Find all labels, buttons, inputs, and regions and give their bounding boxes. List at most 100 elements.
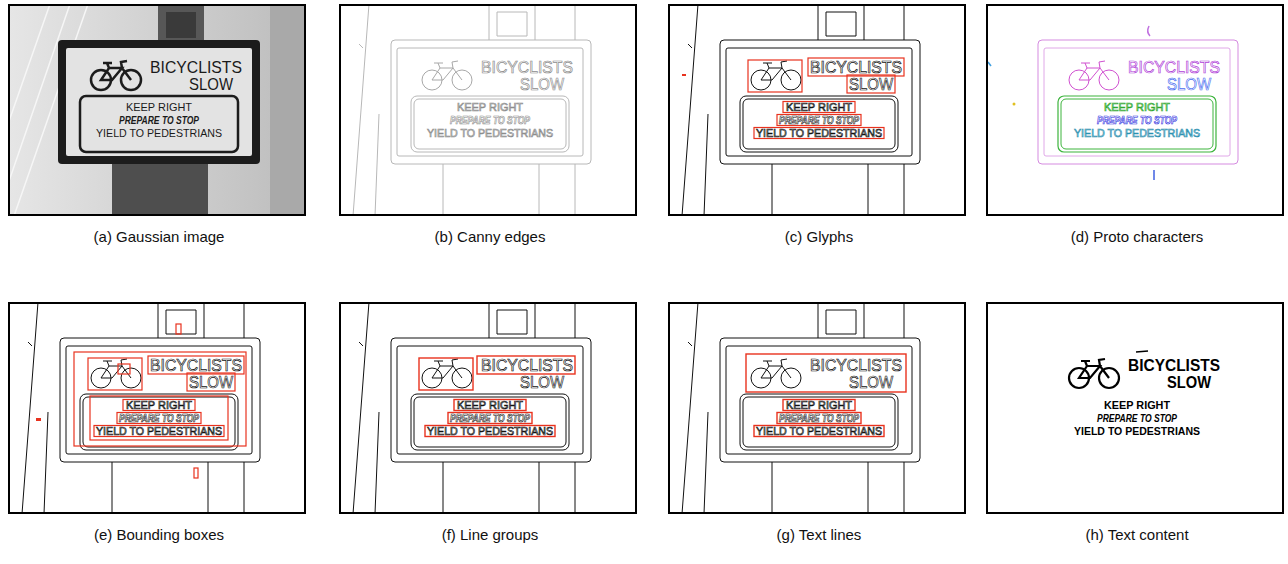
proto-characters-part bbox=[1153, 170, 1155, 180]
sign-text: BICYCLISTS bbox=[481, 357, 573, 374]
text-lines bbox=[668, 302, 966, 514]
glyph-box-part bbox=[847, 75, 895, 93]
sign-text: PREPARE TO STOP bbox=[119, 413, 199, 424]
gaussian-photo-part bbox=[8, 4, 306, 216]
sign-text: YIELD TO PEDESTRIANS bbox=[756, 426, 882, 437]
proto-characters-part bbox=[1148, 26, 1150, 36]
sign-text: SLOW bbox=[1167, 76, 1211, 93]
sign-text: YIELD TO PEDESTRIANS bbox=[1074, 426, 1200, 437]
sign-text: PREPARE TO STOP bbox=[450, 115, 530, 126]
sign-text: SLOW bbox=[520, 76, 564, 93]
line-groups-part bbox=[422, 359, 472, 388]
bounding-box-part bbox=[176, 324, 181, 334]
figure-panel: (f) Line groupsBICYCLISTSSLOWKEEP RIGHTP… bbox=[339, 302, 637, 514]
sign-text: SLOW bbox=[1167, 374, 1211, 391]
proto-characters-part bbox=[1069, 61, 1119, 90]
panel-caption: (e) Bounding boxes bbox=[0, 526, 328, 544]
text-content-part bbox=[986, 302, 1284, 514]
glyph-edges-part bbox=[682, 74, 686, 76]
gaussian-photo-part bbox=[158, 4, 204, 46]
sign-text: SLOW bbox=[189, 374, 233, 391]
bounding-boxes-part bbox=[36, 418, 41, 421]
sign-text: SLOW bbox=[189, 76, 233, 93]
gaussian-photo-part bbox=[270, 4, 306, 216]
bounding-box-part bbox=[123, 400, 195, 411]
gaussian-photo-part bbox=[58, 40, 260, 164]
sign-text: KEEP RIGHT bbox=[126, 400, 192, 411]
bounding-boxes-part bbox=[22, 302, 260, 514]
bounding-box-part bbox=[148, 356, 244, 374]
sign-text: YIELD TO PEDESTRIANS bbox=[427, 128, 553, 139]
proto-characters bbox=[986, 4, 1284, 216]
canny-edges-part bbox=[353, 4, 591, 216]
sign-text: YIELD TO PEDESTRIANS bbox=[96, 128, 222, 139]
text-lines-part bbox=[682, 302, 920, 514]
panel-caption: (d) Proto characters bbox=[968, 228, 1288, 246]
panel-caption: (f) Line groups bbox=[321, 526, 659, 544]
bounding-box-part bbox=[88, 358, 142, 390]
figure-panel: (a) Gaussian imageBICYCLISTSSLOWKEEP RIG… bbox=[8, 4, 306, 216]
text-content-part bbox=[1136, 351, 1148, 352]
gaussian-photo-part bbox=[80, 96, 238, 152]
line-groups-part bbox=[339, 302, 637, 514]
bounding-boxes-part bbox=[91, 359, 141, 388]
canny-edges bbox=[339, 4, 637, 216]
canny-edges-part bbox=[339, 4, 637, 216]
bounding-boxes-part bbox=[8, 302, 306, 514]
bounding-box-part bbox=[90, 396, 228, 440]
figure-panel: (h) Text contentBICYCLISTSSLOWKEEP RIGHT… bbox=[986, 302, 1284, 514]
bounding-box-part bbox=[94, 426, 224, 437]
line-groups bbox=[339, 302, 637, 514]
bounding-box-part bbox=[194, 468, 198, 478]
sign-text: BICYCLISTS bbox=[150, 59, 242, 76]
sign-text: PREPARE TO STOP bbox=[1097, 115, 1177, 126]
glyph-edges-part bbox=[751, 61, 801, 90]
sign-text: YIELD TO PEDESTRIANS bbox=[96, 426, 222, 437]
text-line-box-part bbox=[783, 400, 855, 411]
text-content bbox=[986, 302, 1284, 514]
panel-caption: (h) Text content bbox=[968, 526, 1288, 544]
canny-edges-part bbox=[422, 61, 472, 90]
glyph-edges bbox=[668, 4, 966, 216]
bounding-box-part bbox=[117, 413, 201, 424]
glyph-box-part bbox=[748, 60, 802, 92]
bounding-box-part bbox=[74, 352, 246, 446]
text-line-box-part bbox=[777, 413, 861, 424]
sign-text: SLOW bbox=[520, 374, 564, 391]
sign-text: PREPARE TO STOP bbox=[779, 413, 859, 424]
sign-text: SLOW bbox=[849, 76, 893, 93]
sign-text: BICYCLISTS bbox=[1128, 59, 1220, 76]
sign-text: YIELD TO PEDESTRIANS bbox=[1074, 128, 1200, 139]
sign-text: KEEP RIGHT bbox=[457, 400, 523, 411]
proto-characters-part bbox=[1013, 103, 1016, 106]
panel-caption: (g) Text lines bbox=[650, 526, 988, 544]
text-lines-part bbox=[668, 302, 966, 514]
bounding-boxes bbox=[8, 302, 306, 514]
proto-characters-part bbox=[1038, 40, 1238, 164]
text-line-box-part bbox=[754, 426, 884, 437]
figure-panel: (d) Proto charactersBICYCLISTSSLOWKEEP R… bbox=[986, 4, 1284, 216]
bounding-box bbox=[74, 324, 246, 478]
gaussian-photo-part bbox=[91, 61, 141, 90]
sign-text: PREPARE TO STOP bbox=[450, 413, 530, 424]
gaussian-photo-part bbox=[66, 48, 252, 156]
panel-caption: (b) Canny edges bbox=[321, 228, 659, 246]
sign-text: PREPARE TO STOP bbox=[119, 115, 199, 126]
glyph-box-part bbox=[783, 102, 855, 113]
proto-characters-part bbox=[1061, 99, 1213, 149]
proto-characters-part bbox=[986, 4, 1284, 216]
line-group-box-part bbox=[454, 400, 526, 411]
sign-text: BICYCLISTS bbox=[810, 357, 902, 374]
glyph-box bbox=[748, 58, 904, 139]
text-lines-part bbox=[751, 359, 801, 388]
glyph-edges-part bbox=[682, 4, 920, 216]
proto-characters-part bbox=[988, 62, 991, 66]
sign-text: BICYCLISTS bbox=[1128, 357, 1220, 374]
bounding-box-part bbox=[118, 364, 130, 374]
glyph-box-part bbox=[777, 115, 861, 126]
line-groups-part bbox=[353, 302, 591, 514]
sign-text: KEEP RIGHT bbox=[786, 102, 852, 113]
gaussian-photo-part bbox=[166, 12, 196, 38]
line-group-box-part bbox=[419, 358, 473, 390]
